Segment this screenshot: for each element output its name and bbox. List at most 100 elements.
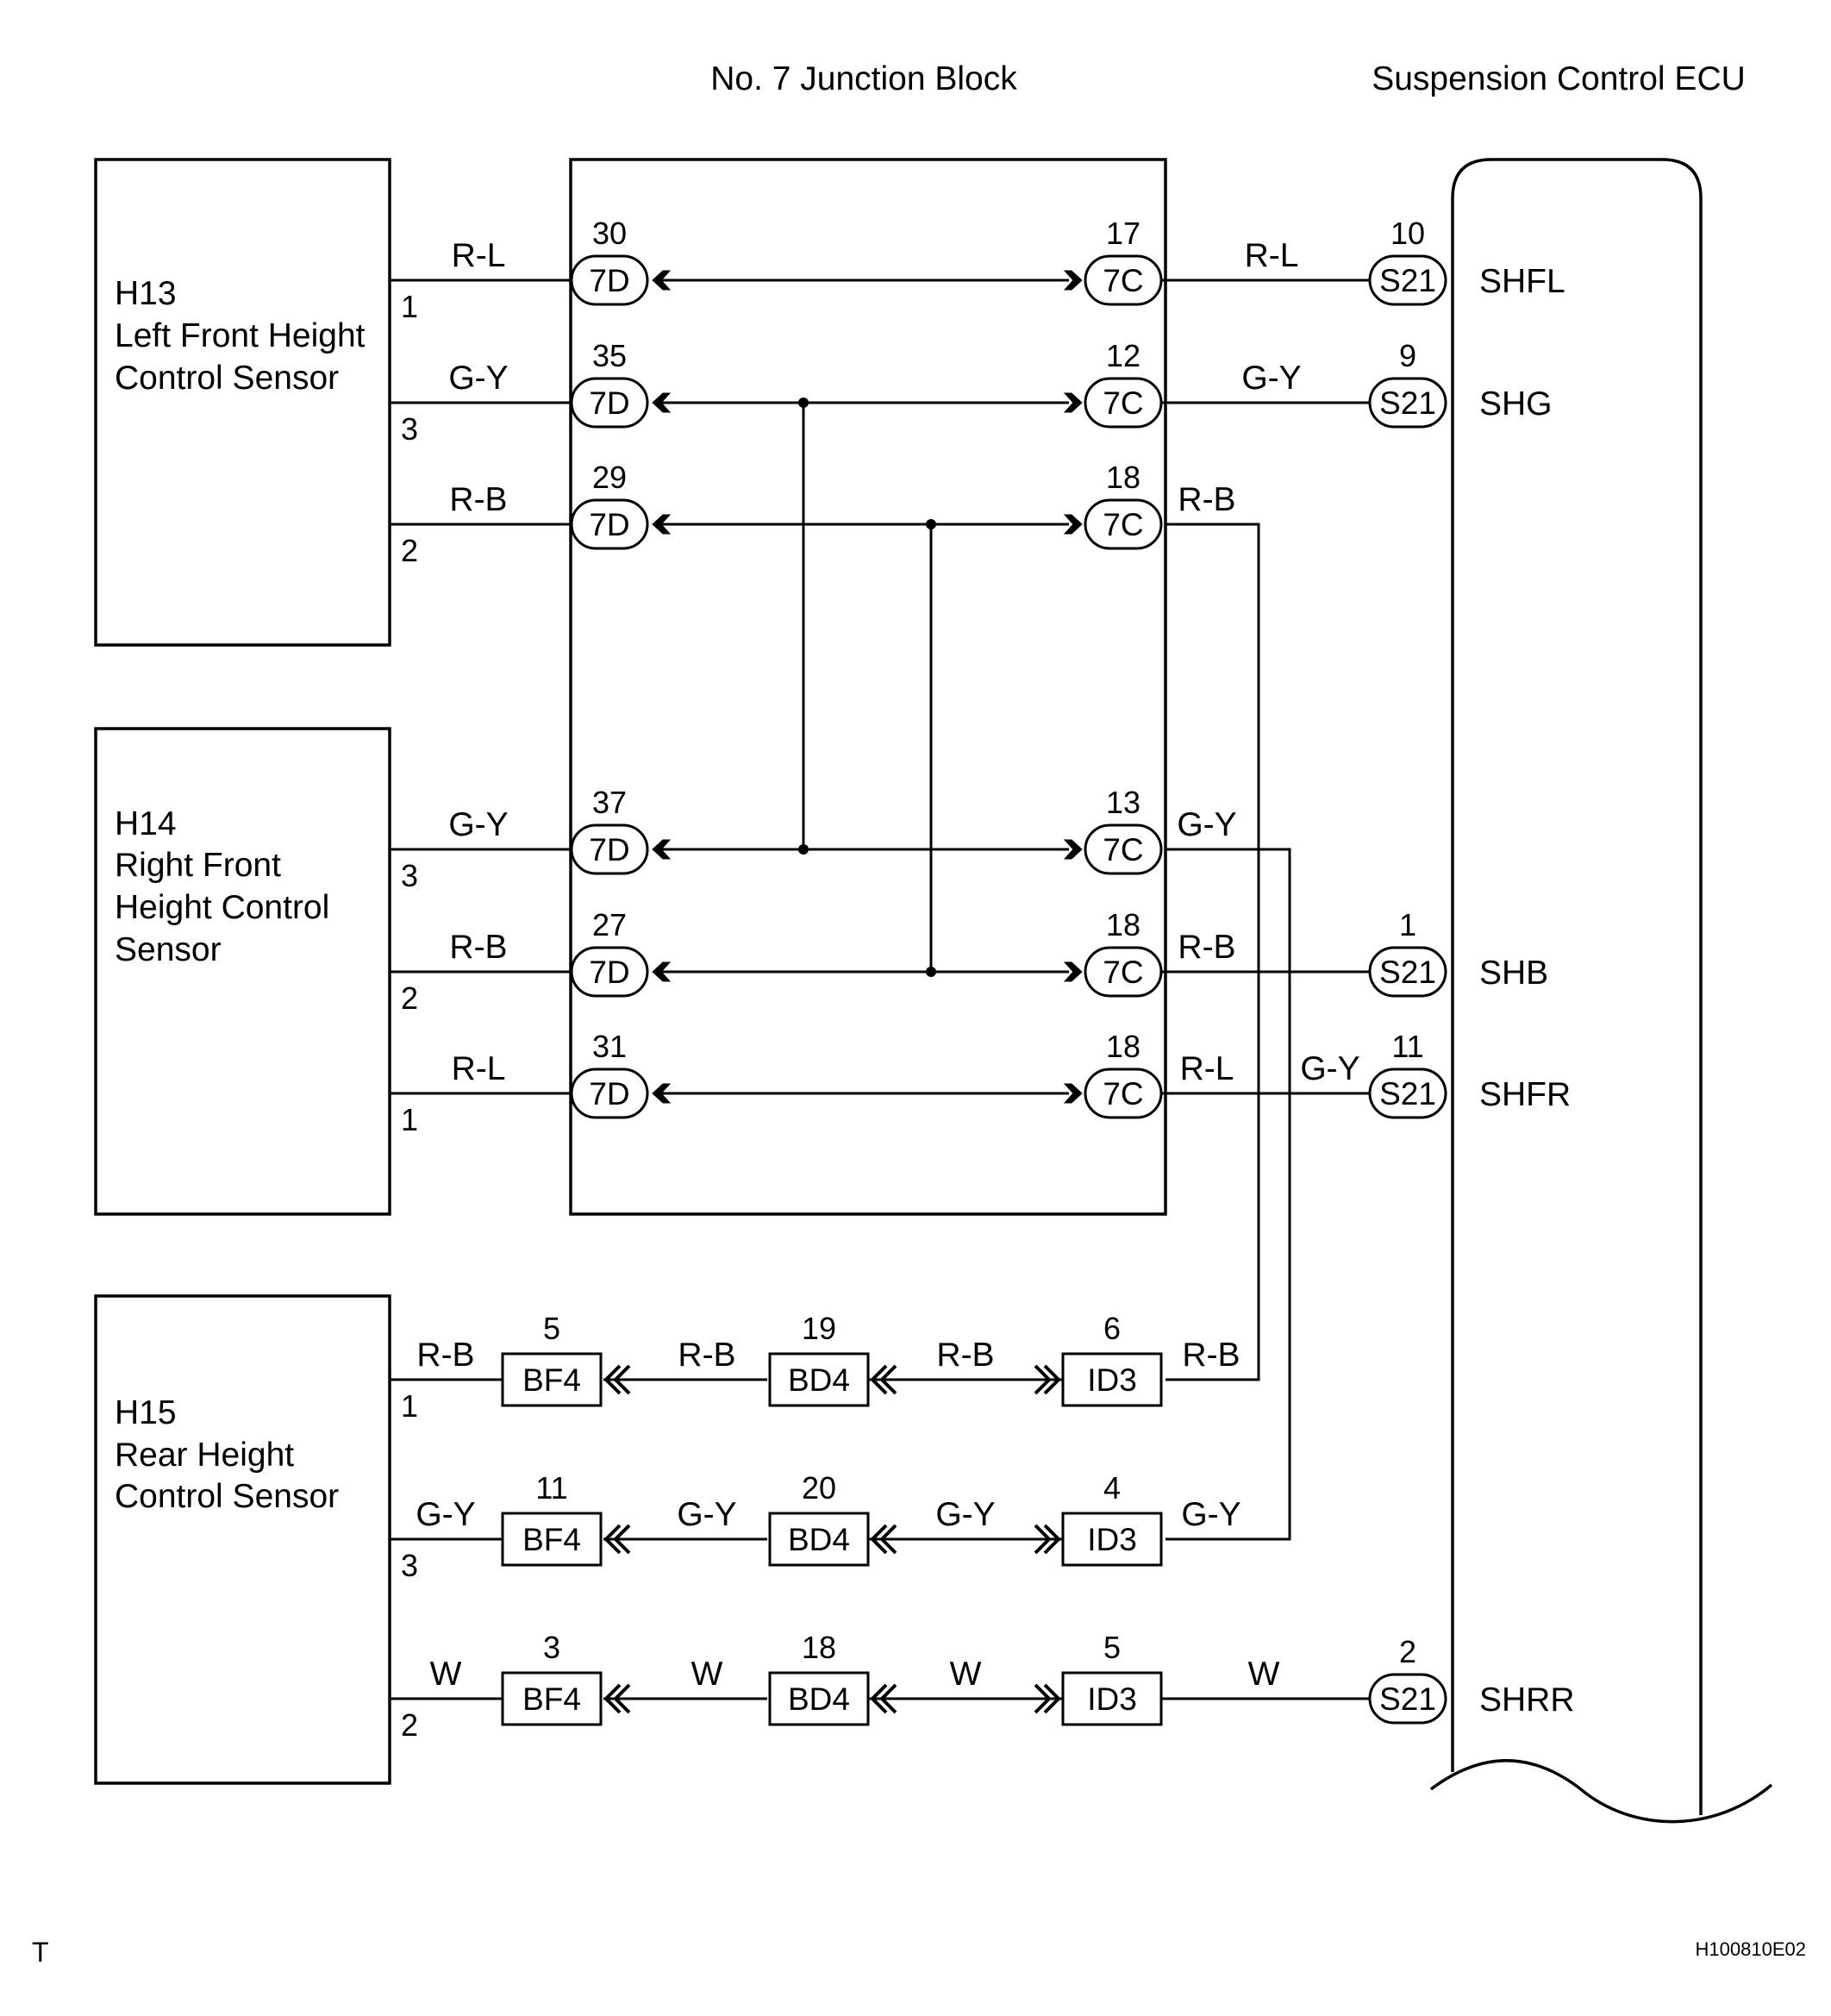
ecu-terminal: SHB [1479, 955, 1548, 992]
ecu-pin: 1 [1399, 907, 1416, 942]
wire-color-4: G-Y [1181, 1496, 1240, 1533]
sensor-pin: 2 [401, 533, 418, 568]
conn-arrow-left [652, 514, 672, 535]
h14-line1: Right Front [115, 847, 281, 884]
pin-7c: 17 [1106, 216, 1140, 251]
wire-color-out: G-Y [1241, 360, 1301, 397]
wire-color-in: R-B [449, 929, 507, 966]
conn-7d: 7D [570, 823, 649, 875]
wire-color-out: R-L [1245, 237, 1299, 274]
gy-route-wire [1165, 848, 1291, 1541]
id3-connector-label: ID3 [1087, 1362, 1137, 1398]
ecu-pin: 2 [1399, 1634, 1416, 1669]
wire-color-out: R-L [1180, 1050, 1234, 1087]
id3-pin: 5 [1103, 1630, 1121, 1665]
junction-dot [798, 844, 809, 855]
ecu-pin: 10 [1390, 216, 1425, 251]
conn-arrow-right [1063, 839, 1083, 860]
pin-7d: 31 [592, 1029, 627, 1064]
footer-left: T [32, 1937, 49, 1968]
h15-line2: Control Sensor [115, 1478, 339, 1515]
wire-color-2: W [691, 1656, 723, 1693]
wire-color-in: G-Y [448, 360, 508, 397]
conn-7d: 7D [570, 377, 649, 429]
conn-7c: 7C [1084, 254, 1163, 306]
pin-7d: 30 [592, 216, 627, 251]
id3-connector-label: ID3 [1087, 1522, 1137, 1557]
ecu-terminal: SHFL [1479, 263, 1565, 300]
conn-7c: 7C [1084, 377, 1163, 429]
conn-7c: 7C [1084, 498, 1163, 550]
conn-7d: 7D [570, 1067, 649, 1119]
bf4-connector-label: BF4 [522, 1681, 581, 1717]
ecu-conn: S21 [1368, 254, 1447, 306]
junction-dot [798, 398, 809, 408]
sensor-pin: 3 [401, 858, 418, 893]
ecu-conn-label: S21 [1379, 955, 1436, 990]
wire-color-1: W [430, 1656, 462, 1693]
id3-chevron [1034, 1524, 1061, 1555]
conn-7d: 7D [570, 946, 649, 998]
conn-7d-label: 7D [589, 385, 629, 421]
footer-code: H100810E02 [1696, 1938, 1806, 1960]
conn-7d: 7D [570, 254, 649, 306]
h15-code: H15 [115, 1394, 177, 1431]
pin-7c: 18 [1106, 907, 1140, 942]
h14-code: H14 [115, 805, 177, 842]
h13-line2: Control Sensor [115, 360, 339, 397]
sensor-pin: 3 [401, 1548, 418, 1583]
h13-box [94, 158, 391, 647]
h14-box [94, 727, 391, 1216]
conn-7c-label: 7C [1103, 1076, 1143, 1111]
conn-7d-label: 7D [589, 1076, 629, 1111]
conn-7c-label: 7C [1103, 955, 1143, 990]
conn-7d-label: 7D [589, 955, 629, 990]
h13-code: H13 [115, 275, 177, 312]
bd4-chevron [870, 1364, 897, 1395]
conn-arrow-right [1063, 1083, 1083, 1104]
bd4-connector-label: BD4 [788, 1681, 850, 1717]
id3-connector: ID3 [1061, 1512, 1163, 1567]
wire-color-in: R-L [452, 1050, 506, 1087]
conn-7c: 7C [1084, 823, 1163, 875]
sensor-pin: 2 [401, 1707, 418, 1743]
bd4-connector: BD4 [768, 1671, 870, 1726]
wire-color-4: R-B [1182, 1337, 1240, 1374]
id3-chevron [1034, 1364, 1061, 1395]
wire-color-2: G-Y [677, 1496, 736, 1533]
conn-arrow-right [1063, 514, 1083, 535]
id3-chevron [1034, 1683, 1061, 1714]
wire-color-in: R-B [449, 481, 507, 518]
ecu-title: Suspension Control ECU [1372, 60, 1746, 97]
wire-color-1: G-Y [416, 1496, 475, 1533]
pin-7c: 12 [1106, 338, 1140, 373]
ecu-conn: S21 [1368, 1067, 1447, 1119]
conn-arrow-right [1063, 270, 1083, 291]
ecu-terminal: SHG [1479, 385, 1553, 423]
conn-arrow-left [652, 392, 672, 413]
wire-color-3: W [950, 1656, 982, 1693]
conn-7c: 7C [1084, 1067, 1163, 1119]
conn-arrow-left [652, 839, 672, 860]
wire-color-out: G-Y [1177, 806, 1236, 843]
ecu-terminal: SHFR [1479, 1076, 1571, 1113]
ecu-outline [1451, 158, 1703, 1815]
conn-7c-label: 7C [1103, 385, 1143, 421]
pin-7d: 35 [592, 338, 627, 373]
conn-7d-label: 7D [589, 832, 629, 867]
conn-7c: 7C [1084, 946, 1163, 998]
bf4-connector-label: BF4 [522, 1362, 581, 1398]
bf4-pin: 3 [543, 1630, 560, 1665]
h14-line3: Sensor [115, 931, 222, 968]
bd4-pin: 19 [802, 1311, 836, 1346]
ecu-conn-label: S21 [1379, 1076, 1436, 1111]
bd4-pin: 20 [802, 1470, 836, 1506]
ecu-conn-label: S21 [1379, 263, 1436, 298]
